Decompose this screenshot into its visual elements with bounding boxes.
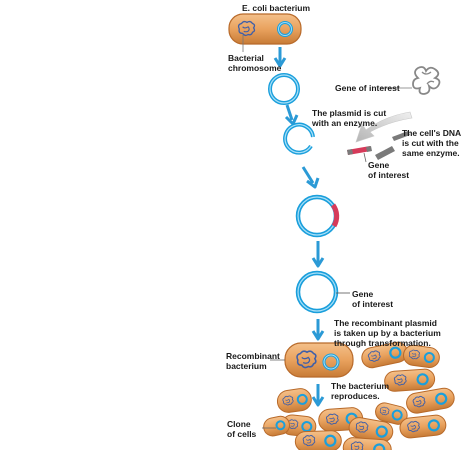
dna-cut-label: The cell's DNA is cut with the same enzy…: [402, 128, 462, 158]
clone-of-cells-label: Clone of cells: [227, 419, 257, 439]
gene-of-interest-label-mid: Gene of interest: [368, 160, 410, 180]
down-arrow-icon: [311, 319, 325, 341]
down-arrow-icon: [311, 384, 325, 407]
down-arrow-icon: [284, 104, 299, 126]
recombinant-bacterium: [284, 342, 354, 378]
gene-of-interest-label-low: Gene of interest: [352, 289, 394, 309]
leader-line: [363, 152, 367, 163]
dna-fragment: [375, 146, 395, 160]
transformation-label: The recombinant plasmid is taken up by a…: [334, 318, 441, 348]
title-suffix: bacterium: [267, 3, 311, 13]
plasmid-intact: [268, 73, 300, 105]
recombinant-plasmid: [295, 270, 339, 314]
bacterial-chromosome-label: Bacterial chromosome: [228, 53, 282, 73]
down-arrow-icon: [301, 166, 320, 189]
cell-dna-strand: [412, 66, 441, 95]
down-arrow-icon: [273, 47, 287, 68]
down-arrow-icon: [311, 241, 325, 268]
colony-cells: [263, 341, 455, 455]
curved-arrow-icon: [355, 111, 413, 143]
species-name: E. coli: [242, 3, 268, 13]
recombinant-bacterium-label: Recombinant bacterium: [226, 351, 280, 371]
reproduces-label: The bacterium reproduces.: [331, 381, 390, 401]
plasmid-with-gene-insert: [295, 194, 340, 238]
dna-fragment: [392, 131, 410, 141]
dna-fragments: [347, 131, 410, 160]
ecoli-cell: [228, 13, 302, 45]
gene-of-interest-label-top: Gene of interest: [335, 83, 400, 93]
gene-fragment: [347, 146, 371, 155]
plasmid-cut: [283, 122, 315, 155]
plasmid-cut-label: The plasmid is cut with an enzyme.: [312, 108, 387, 128]
ecoli-title: E. coli bacterium: [242, 3, 310, 13]
